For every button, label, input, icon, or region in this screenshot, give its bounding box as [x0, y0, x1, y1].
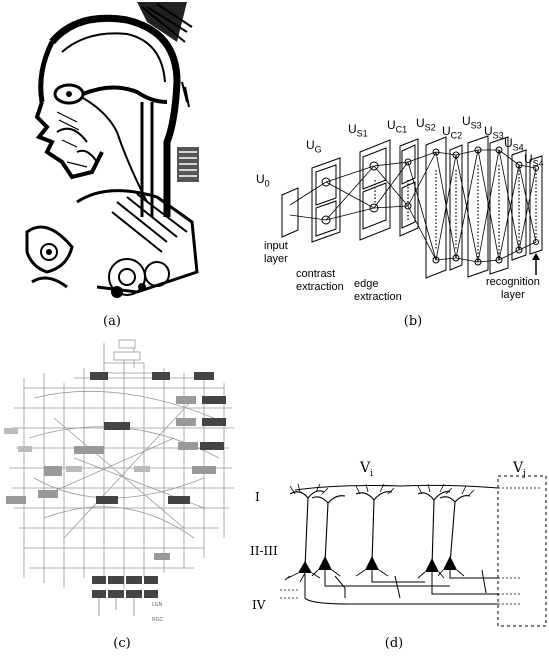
pyramidal-cell-2: [318, 556, 332, 570]
layer-us2: [425, 136, 447, 279]
pyramidal-cell-4: [425, 558, 439, 572]
caption-b: (b): [403, 314, 423, 329]
area-th: [194, 372, 214, 380]
label-us1: US1: [348, 122, 368, 139]
caption-a: (a): [103, 314, 121, 329]
area-v2-pb: [126, 576, 142, 584]
annotation-edge-extraction: edge extraction: [354, 278, 402, 303]
label-ug: UG: [306, 138, 322, 155]
layer-us3b: [489, 136, 509, 275]
layer-uc2: [449, 144, 463, 271]
head-sketch-illustration: [17, 2, 207, 302]
vj-dashed-box: [497, 475, 547, 627]
area-36: [90, 372, 108, 380]
caption-c: (c): [113, 636, 131, 651]
area-aitv: [202, 396, 226, 404]
label-u0: U0: [256, 172, 270, 189]
area-v1-pb: [126, 590, 142, 598]
label-us2: US2: [416, 116, 436, 133]
label-us4b: US4: [524, 152, 544, 169]
panel-c: LGN RGC: [4, 338, 242, 628]
neocognitron-diagram: [281, 135, 543, 279]
label-layer-4: IV: [252, 598, 266, 612]
label-uc2: UC2: [442, 124, 463, 141]
layer-us4b: [529, 155, 543, 255]
layer-us4a: [511, 149, 527, 261]
panel-b: U0 UG US1 UC1 US2 UC2 US3 US3 US4 US4 in…: [250, 110, 549, 310]
annotation-input-layer: input layer: [264, 240, 288, 265]
area-v1-pi: [144, 590, 158, 598]
area-v2-i: [108, 576, 124, 584]
label-us4a: US4: [504, 136, 524, 153]
label-vj: Vj: [513, 460, 526, 479]
area-mt: [96, 496, 118, 504]
annotation-contrast-extraction: contrast extraction: [296, 268, 344, 293]
cortical-microcircuit-diagram: [280, 475, 547, 627]
area-v4: [168, 496, 190, 504]
label-layer-2-3: II-III: [250, 544, 278, 558]
label-rgc: RGC: [152, 617, 164, 623]
area-v2-pi: [144, 576, 158, 584]
label-layer-1: I: [255, 490, 260, 504]
panel-d: Vi Vj I II-III IV: [250, 458, 549, 628]
area-pitv: [200, 442, 224, 450]
pyramidal-cell-3: [365, 556, 379, 570]
layer-ug: [311, 157, 341, 243]
pyramidal-cell-5: [443, 556, 457, 570]
pyramidal-cell-1: [298, 561, 312, 573]
visual-hierarchy-diagram: [4, 339, 234, 616]
area-fef: [104, 422, 130, 430]
layer-us3a: [467, 135, 489, 278]
label-us3b: US3: [484, 124, 504, 141]
layer-u0: [281, 187, 299, 238]
panel-a: [17, 2, 207, 302]
area-citv: [202, 418, 226, 426]
label-vi: Vi: [360, 460, 374, 479]
layer-uc1: [399, 138, 419, 237]
label-uc1: UC1: [387, 118, 408, 135]
caption-d: (d): [384, 636, 404, 651]
area-v1: [108, 590, 124, 598]
label-lgn: LGN: [152, 602, 163, 608]
layer-us1: [359, 139, 391, 241]
annotation-recognition-layer: recognition layer: [486, 276, 540, 301]
area-v1-m: [92, 590, 106, 598]
area-v2-m: [92, 576, 106, 584]
area-tf: [152, 372, 170, 380]
label-us3a: US3: [462, 114, 482, 131]
